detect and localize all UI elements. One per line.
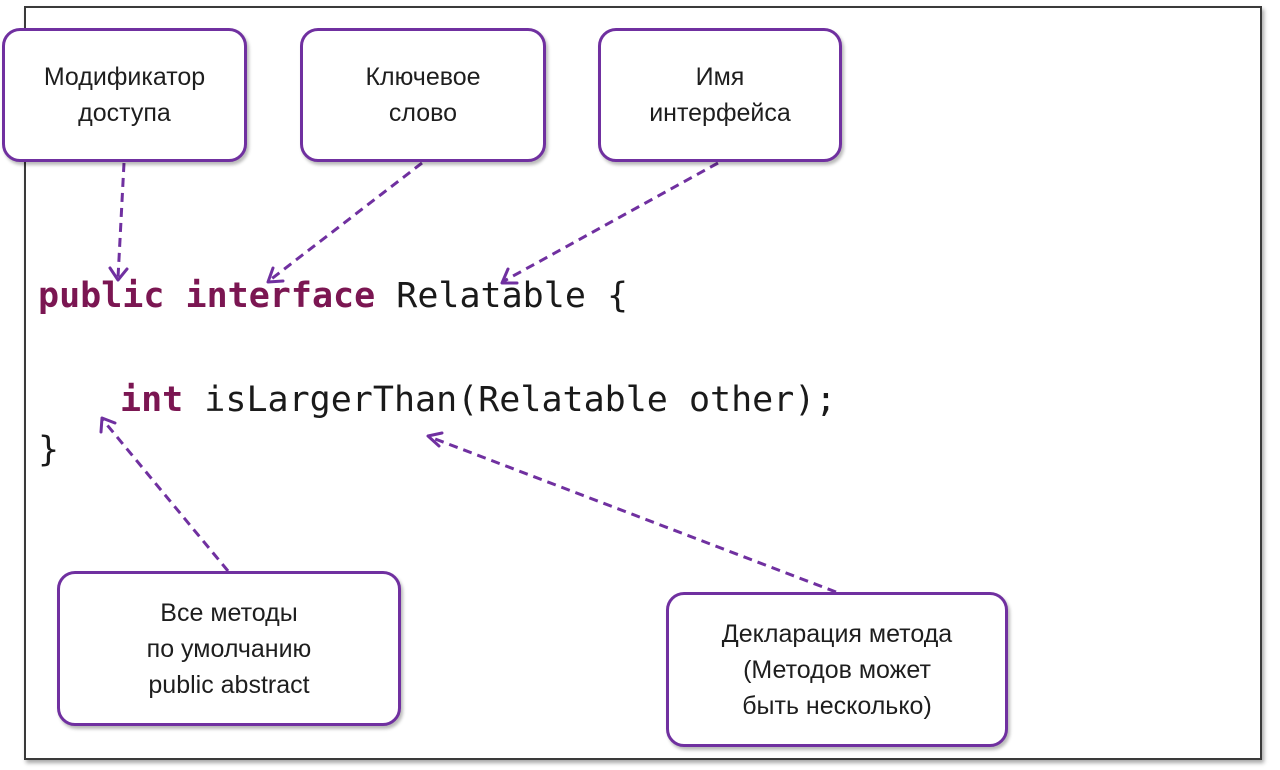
callout-method-declaration-text: Декларация метода (Методов может быть не… xyxy=(721,619,953,720)
callout-method-declaration: Декларация метода (Методов может быть не… xyxy=(666,592,1008,747)
callout-access-modifier: Модификатор доступа xyxy=(2,28,247,162)
arrow-interface-name xyxy=(503,161,719,283)
callout-keyword-text: Ключевое слово xyxy=(365,63,481,127)
arrow-access-modifier xyxy=(116,162,126,279)
callout-interface-name: Имя интерфейса xyxy=(598,28,842,162)
code-type-int: int xyxy=(120,380,184,420)
arrowhead-interface-name xyxy=(500,267,519,285)
code-keyword-interface: interface xyxy=(185,276,376,316)
code-line-interface-declaration: public interface Relatable { xyxy=(38,276,628,316)
arrowhead-keyword xyxy=(266,266,285,284)
callout-interface-name-text: Имя интерфейса xyxy=(649,63,791,127)
arrowhead-method-declaration xyxy=(426,431,444,448)
arrow-keyword xyxy=(269,161,423,282)
arrowhead-access-modifier xyxy=(108,266,129,282)
callout-keyword: Ключевое слово xyxy=(300,28,546,162)
callout-methods-default-text: Все методы по умолчанию public abstract xyxy=(146,598,312,699)
code-line-method-declaration: int isLargerThan(Relatable other); xyxy=(120,380,836,420)
arrow-methods-default xyxy=(101,419,230,572)
code-closing-brace: } xyxy=(38,430,60,470)
callout-access-modifier-text: Модификатор доступа xyxy=(43,63,206,127)
code-interface-name: Relatable { xyxy=(396,276,629,316)
code-modifier-public: public xyxy=(38,276,165,316)
code-method-signature: isLargerThan(Relatable other); xyxy=(204,380,837,420)
callout-methods-default: Все методы по умолчанию public abstract xyxy=(57,571,401,726)
arrow-method-declaration xyxy=(429,435,837,594)
arrowhead-methods-default xyxy=(99,416,117,434)
